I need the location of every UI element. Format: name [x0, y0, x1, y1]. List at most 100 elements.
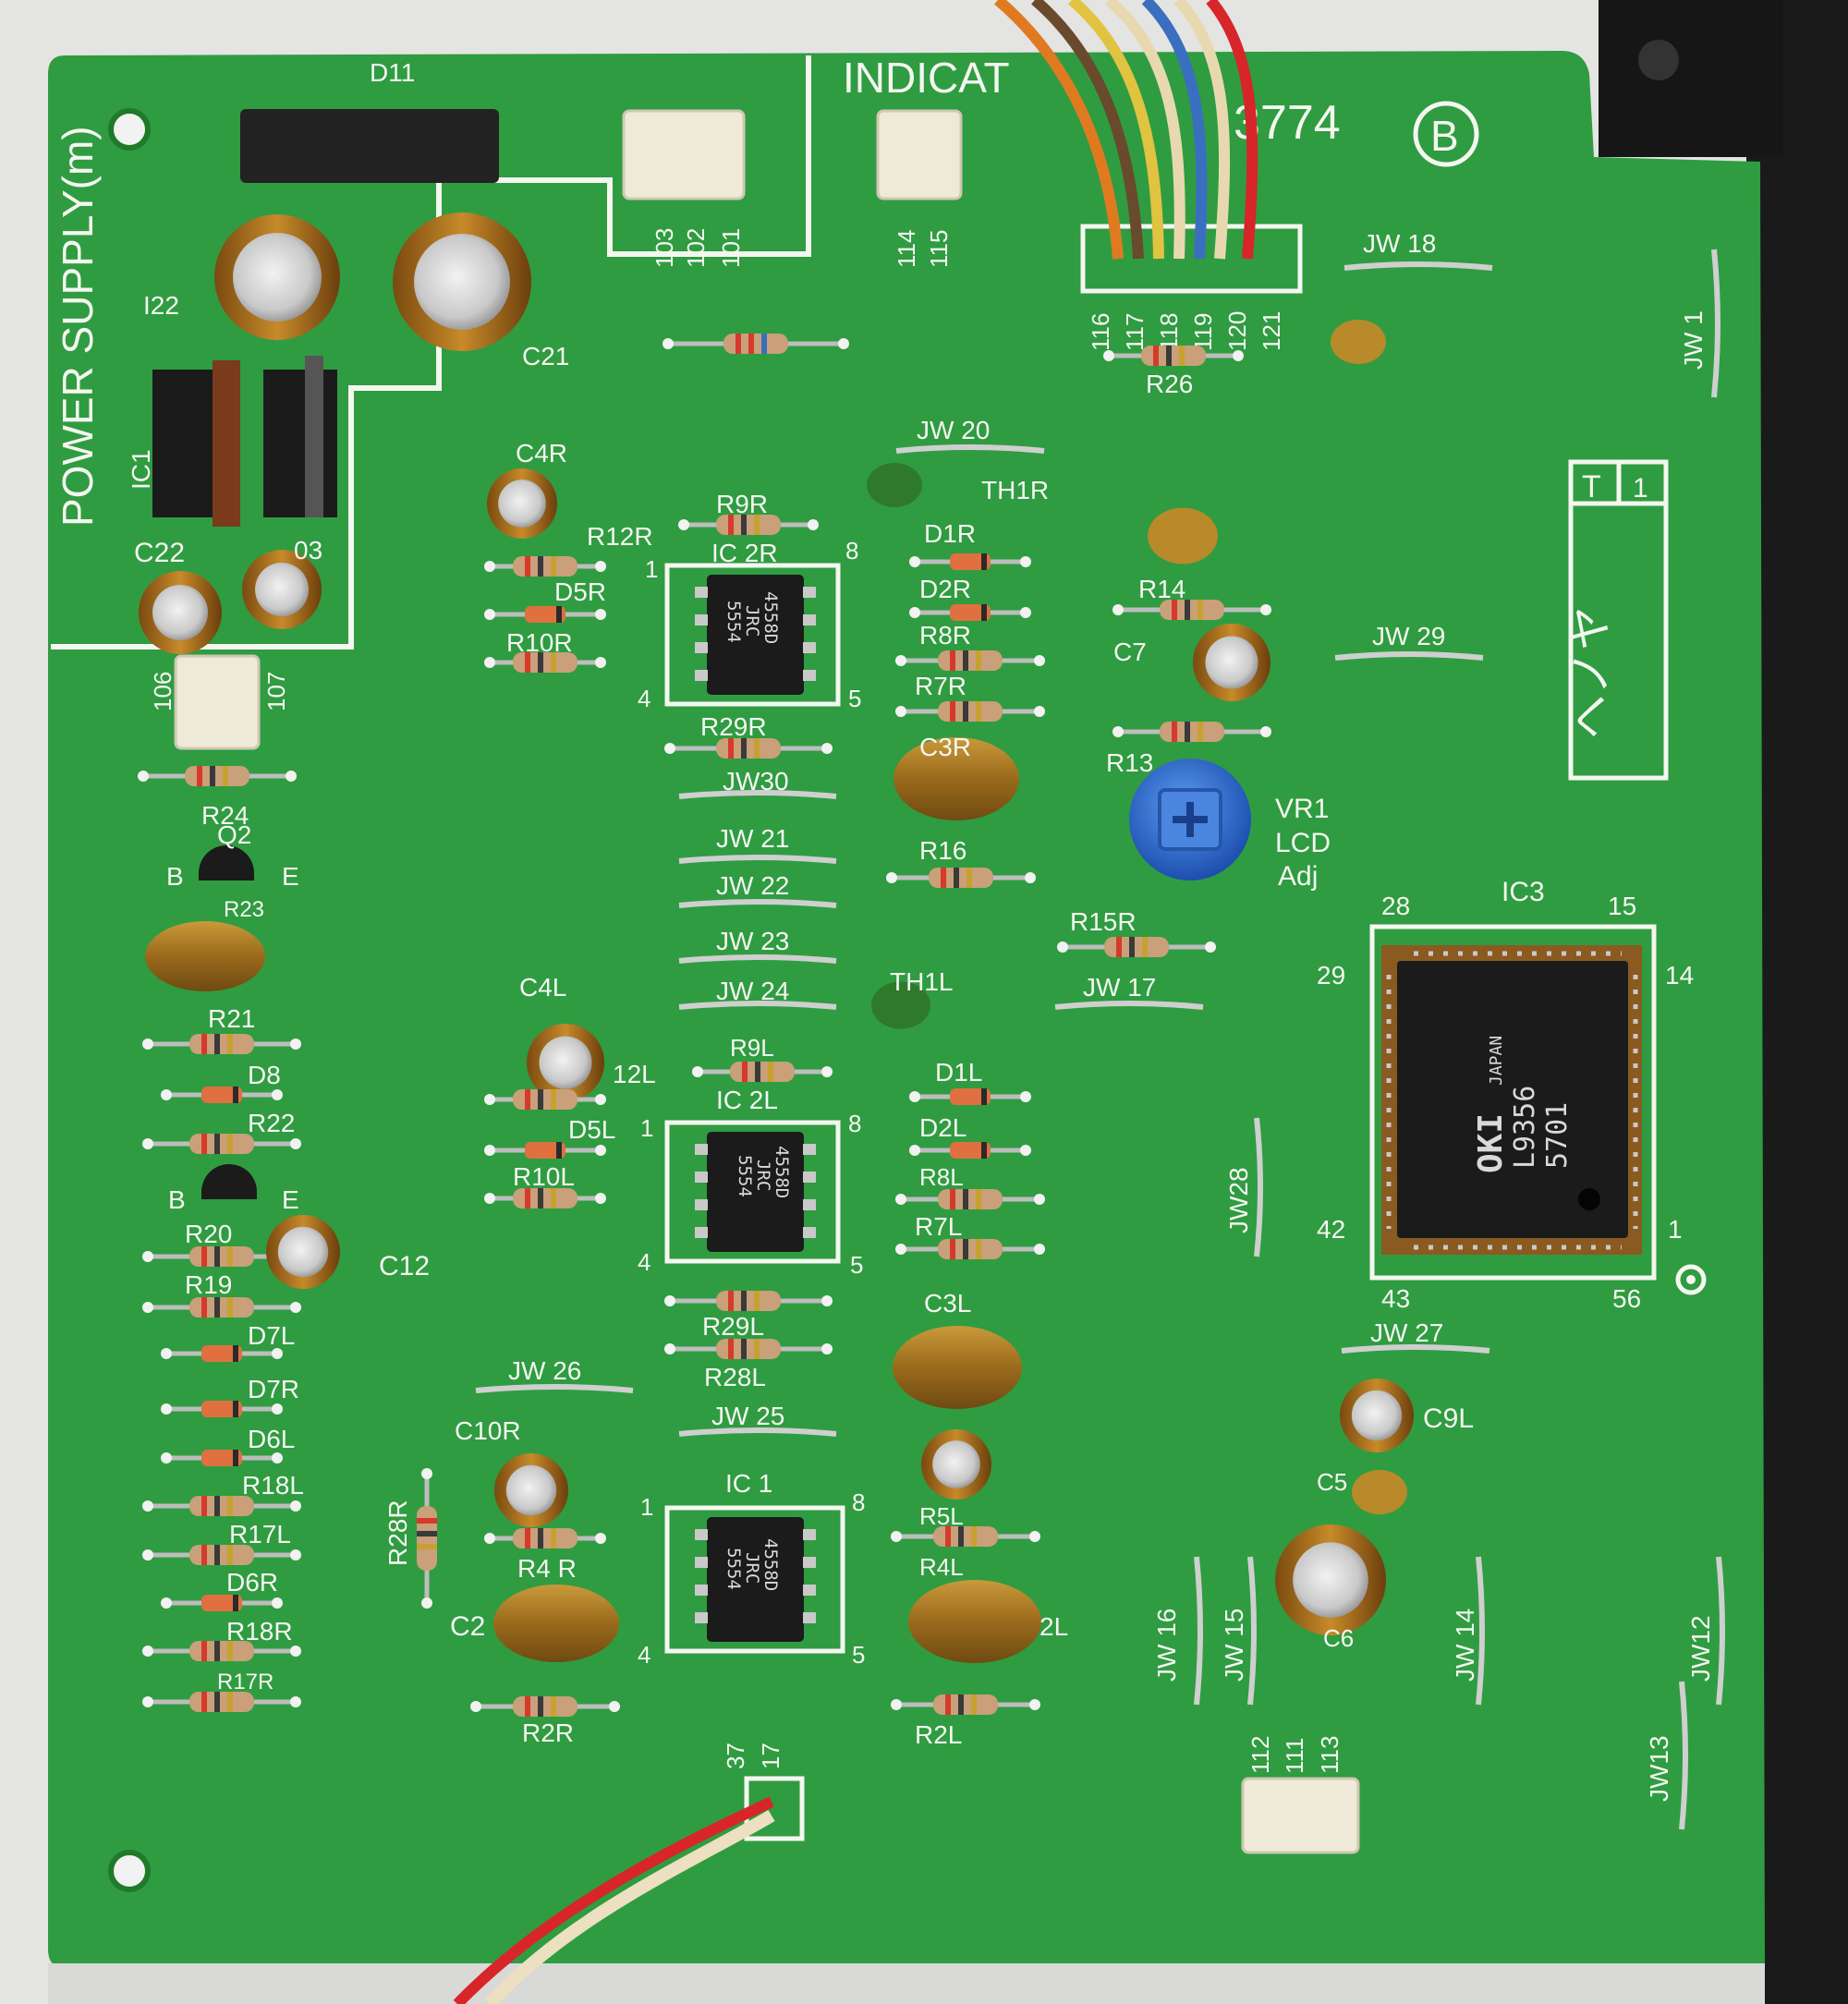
resistor — [513, 1696, 578, 1717]
ic-ref: IC 2R — [711, 539, 778, 567]
label-r7r: R7R — [915, 672, 967, 700]
tab-code: ヘノヤ — [1567, 606, 1616, 739]
solder-pad — [1020, 1091, 1031, 1102]
pin-label: 120 — [1223, 311, 1251, 351]
solder-pad — [1034, 706, 1045, 717]
solder-pad — [272, 1403, 283, 1415]
resistor-band — [551, 556, 556, 577]
resistor — [716, 1291, 781, 1311]
pin-label: 117 — [1121, 313, 1149, 351]
label-c2l: 2L — [1040, 1612, 1068, 1641]
solder-pad — [909, 556, 920, 567]
resistor-band — [525, 1528, 530, 1549]
label-jw26: JW 26 — [508, 1356, 581, 1385]
solder-pad — [1112, 726, 1124, 737]
label-r2r: R2R — [522, 1719, 574, 1747]
solder-pad — [161, 1089, 172, 1100]
label-c2: C2 — [450, 1611, 485, 1642]
resistor-band — [741, 1291, 747, 1311]
resistor-band — [1129, 937, 1135, 957]
solder-pad — [290, 1549, 301, 1561]
diode — [950, 1142, 991, 1159]
diode-band — [233, 1345, 238, 1362]
disc-capacitor — [1148, 507, 1218, 565]
label-c9l: C9L — [1423, 1403, 1474, 1434]
resistor-band — [197, 766, 202, 786]
solder-pad — [895, 706, 906, 717]
label-jw14: JW 14 — [1451, 1609, 1479, 1682]
label-jw1: JW 1 — [1679, 310, 1708, 370]
resistor-band — [976, 1239, 981, 1259]
resistor — [938, 701, 1003, 722]
ic3-pin: 15 — [1608, 892, 1636, 920]
solder-pad — [484, 1533, 495, 1544]
resistor-band — [417, 1544, 437, 1549]
pin-label: 17 — [757, 1743, 784, 1769]
ic-marking: 5554 — [723, 601, 744, 643]
ic-pin: 1 — [645, 555, 658, 583]
label-d5r: D5R — [554, 577, 606, 606]
silkscreen-labels: C4R R12R R9R D5R R10R JW 20 TH1R D1R D2R… — [166, 229, 1715, 1802]
resistor-band — [742, 1062, 748, 1082]
label-r28l: R28L — [704, 1363, 766, 1391]
resistor-band — [551, 1528, 556, 1549]
trimmer-vr1: VR1 LCD Adj — [1129, 759, 1331, 892]
label-r12r: R12R — [587, 522, 653, 551]
jumper-wire — [678, 1427, 837, 1437]
solder-pad — [484, 561, 495, 572]
solder-pad — [1020, 607, 1031, 618]
connector-101 — [622, 109, 746, 200]
resistor-band — [950, 701, 955, 722]
solder-pad — [1029, 1531, 1040, 1542]
diode — [950, 553, 991, 570]
resistor-band — [227, 1297, 233, 1318]
jumper-wire — [678, 855, 837, 864]
jumper-wire — [1054, 1001, 1204, 1010]
diode-band — [233, 1087, 238, 1103]
solder-pad — [895, 1194, 906, 1205]
indicator-label: INDICAT — [843, 54, 1010, 102]
diode-band — [556, 606, 562, 623]
resistor-band — [214, 1496, 220, 1516]
resistor-band — [201, 1134, 207, 1154]
jumper-wire — [895, 444, 1045, 454]
label-c5: C5 — [1317, 1468, 1347, 1496]
pin-label: 113 — [1316, 1736, 1343, 1774]
solder-pad — [142, 1696, 153, 1707]
resistor — [513, 1188, 578, 1208]
resistor — [189, 1297, 254, 1318]
connector-114 — [876, 109, 963, 200]
label-r18l: R18L — [242, 1471, 304, 1500]
opamp-ic2l: 4558D JRC 5554 IC 2L 1 8 4 5 — [638, 1086, 863, 1279]
resistor — [716, 1339, 781, 1359]
pin-label: 37 — [722, 1743, 749, 1769]
label-r15r: R15R — [1070, 907, 1137, 936]
solder-pad — [821, 1295, 833, 1306]
components — [138, 249, 1725, 1830]
capacitor-top — [505, 1464, 557, 1516]
resistor-band — [201, 1496, 207, 1516]
ic3-pin: 42 — [1317, 1215, 1345, 1244]
resistor-band — [551, 1188, 556, 1208]
resistor-band — [525, 1696, 530, 1717]
ic3-qfp: OKI JAPAN L9356 5701 IC3 28 15 29 14 42 … — [1317, 877, 1707, 1313]
solder-pad — [484, 657, 495, 668]
ic-pin: 4 — [638, 1248, 650, 1276]
solder-pad — [595, 1094, 606, 1105]
solder-pad — [1034, 1244, 1045, 1255]
ic-marking: JRC — [753, 1160, 773, 1191]
solder-pad — [161, 1597, 172, 1609]
solder-pad — [138, 771, 149, 782]
resistor-band — [417, 1531, 437, 1536]
diode-band — [233, 1450, 238, 1466]
power-supply-label: POWER SUPPLY(m) — [54, 126, 102, 527]
solder-pad — [678, 519, 689, 530]
ic3-pin: 29 — [1317, 961, 1345, 990]
solder-pad — [838, 338, 849, 349]
resistor-band — [748, 334, 754, 354]
label-r28r: R28R — [383, 1500, 412, 1566]
resistor-band — [963, 1189, 968, 1209]
resistor-band — [214, 1034, 220, 1054]
solder-pad — [808, 519, 819, 530]
diode-band — [556, 1142, 562, 1159]
